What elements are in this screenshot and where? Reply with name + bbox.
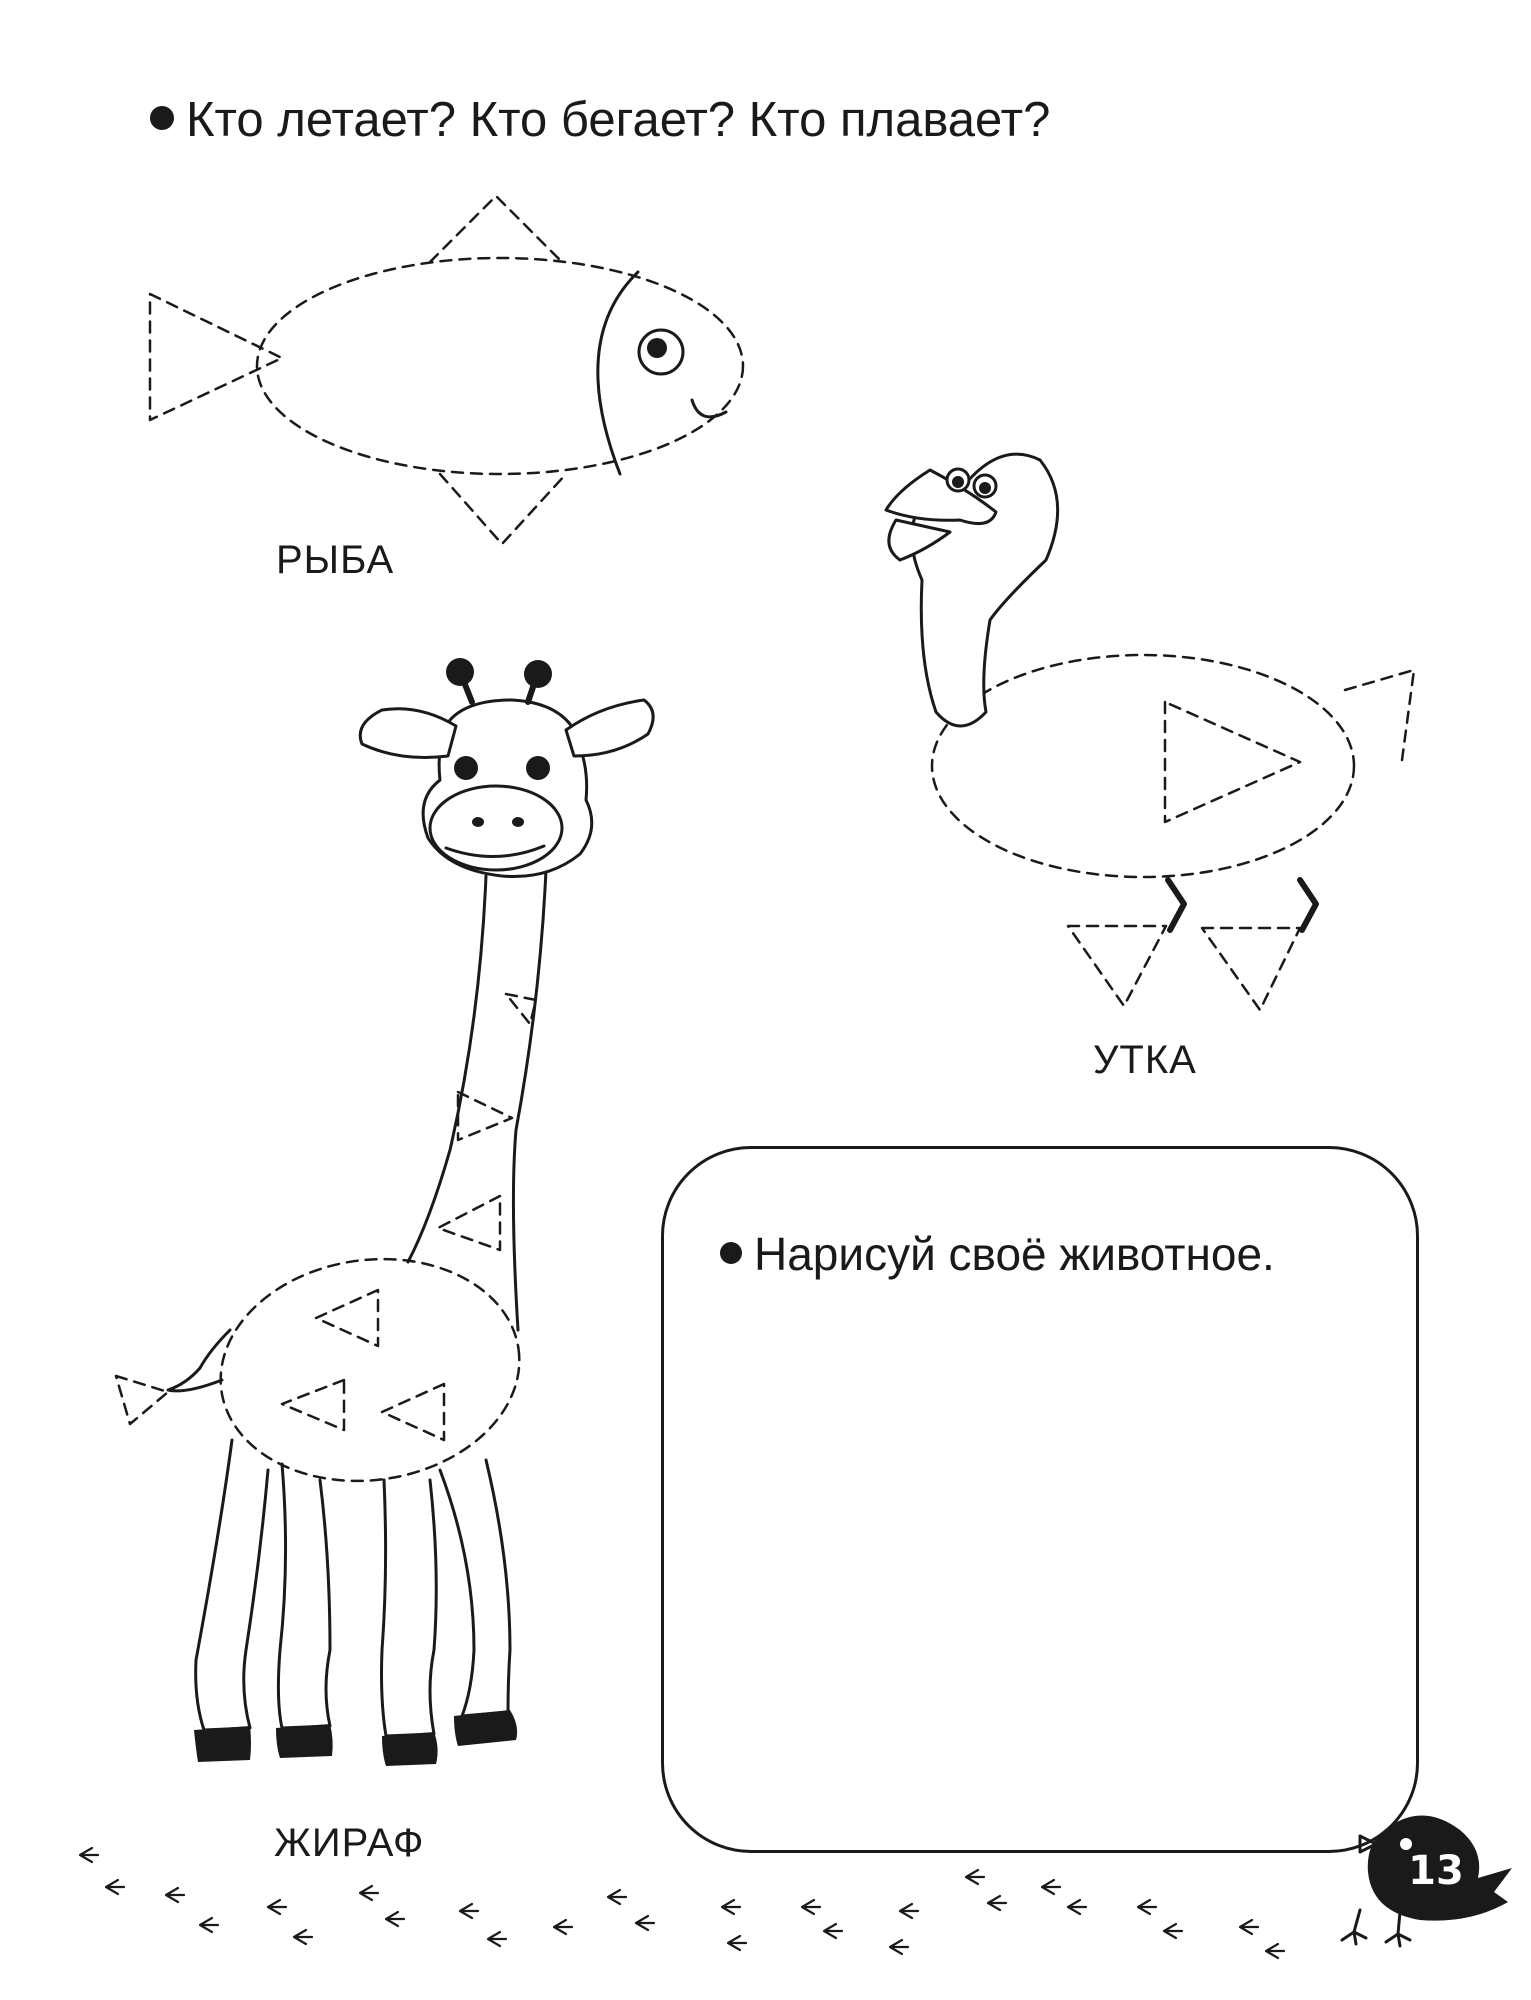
giraffe-spot-trace-2[interactable] (456, 1090, 514, 1142)
giraffe-nostril-left (472, 817, 484, 827)
giraffe-hoof-4 (454, 1710, 518, 1746)
giraffe-eye-left (454, 756, 478, 780)
drawing-area-title: Нарисуй своё животное. (720, 1231, 1275, 1277)
giraffe-spot-trace-3[interactable] (436, 1194, 502, 1252)
giraffe-horn-left (461, 679, 475, 705)
page-heading: Кто летает? Кто бегает? Кто плавает? (150, 96, 1050, 145)
giraffe-leg-back-2 (276, 1462, 332, 1730)
fish-smile (690, 398, 728, 419)
fish-top-fin-trace[interactable] (428, 194, 564, 264)
duck-foot-left-trace[interactable] (1066, 924, 1168, 1008)
giraffe-horn-knob-left (446, 658, 474, 686)
drawing-area[interactable]: Нарисуй своё животное. (661, 1146, 1419, 1853)
giraffe-horn-knob-right (524, 660, 552, 688)
giraffe-hoof-1 (194, 1726, 251, 1762)
duck-head-neck (910, 452, 1060, 728)
duck-tail-trace[interactable] (1343, 668, 1416, 762)
duck-wing-trace[interactable] (1163, 700, 1302, 824)
giraffe-mouth (444, 844, 546, 859)
duck-leg-left (1165, 877, 1187, 933)
giraffe-leg-back-1 (194, 1438, 270, 1732)
fish-gill-line (596, 270, 640, 476)
page-number: 13 (1408, 1848, 1464, 1894)
duck-beak-upper (884, 468, 998, 526)
giraffe-leg-front-1 (380, 1478, 438, 1738)
duck-pupil-left (952, 476, 964, 488)
duck-label: УТКА (1093, 1038, 1197, 1082)
giraffe-tail (166, 1328, 232, 1393)
fish-drawing[interactable] (148, 194, 745, 546)
giraffe-tail-tuft-trace[interactable] (114, 1374, 170, 1426)
giraffe-spot-trace-1[interactable] (504, 992, 538, 1026)
bird-tracks (78, 1846, 1286, 1960)
giraffe-hoof-3 (382, 1732, 438, 1766)
giraffe-muzzle (428, 784, 564, 872)
giraffe-spot-trace-4[interactable] (314, 1288, 380, 1348)
giraffe-nostril-right (512, 817, 524, 827)
fish-bottom-fin-trace[interactable] (438, 472, 568, 546)
giraffe-neck-front (511, 868, 548, 1332)
giraffe-neck-back (406, 874, 488, 1264)
giraffe-ear-left (358, 707, 458, 759)
giraffe-body-trace[interactable] (206, 1240, 534, 1500)
giraffe-drawing[interactable] (114, 658, 655, 1766)
bullet-icon (150, 106, 174, 130)
giraffe-hoof-2 (276, 1724, 333, 1758)
fish-tail-trace[interactable] (148, 292, 284, 422)
fish-pupil (647, 338, 667, 358)
heading-text: Кто летает? Кто бегает? Кто плавает? (186, 93, 1051, 147)
duck-leg-right (1297, 877, 1319, 933)
duck-tongue (887, 518, 952, 562)
duck-body-trace[interactable] (930, 653, 1356, 879)
duck-foot-right-trace[interactable] (1200, 926, 1302, 1012)
mascot-bird (1340, 1815, 1512, 1948)
bullet-icon (720, 1242, 742, 1264)
duck-pupil-right (979, 482, 991, 494)
fish-body-trace[interactable] (255, 256, 745, 476)
giraffe-label: ЖИРАФ (274, 1821, 425, 1865)
mascot-eye (1400, 1838, 1412, 1850)
giraffe-spot-trace-6[interactable] (380, 1382, 446, 1442)
giraffe-leg-front-2 (438, 1458, 512, 1718)
giraffe-spot-trace-5[interactable] (280, 1378, 346, 1432)
giraffe-eye-right (526, 756, 550, 780)
fish-label: РЫБА (276, 538, 395, 582)
drawing-area-title-text: Нарисуй своё животное. (754, 1228, 1275, 1280)
duck-drawing[interactable] (884, 452, 1416, 1012)
giraffe-ear-right (564, 698, 655, 758)
